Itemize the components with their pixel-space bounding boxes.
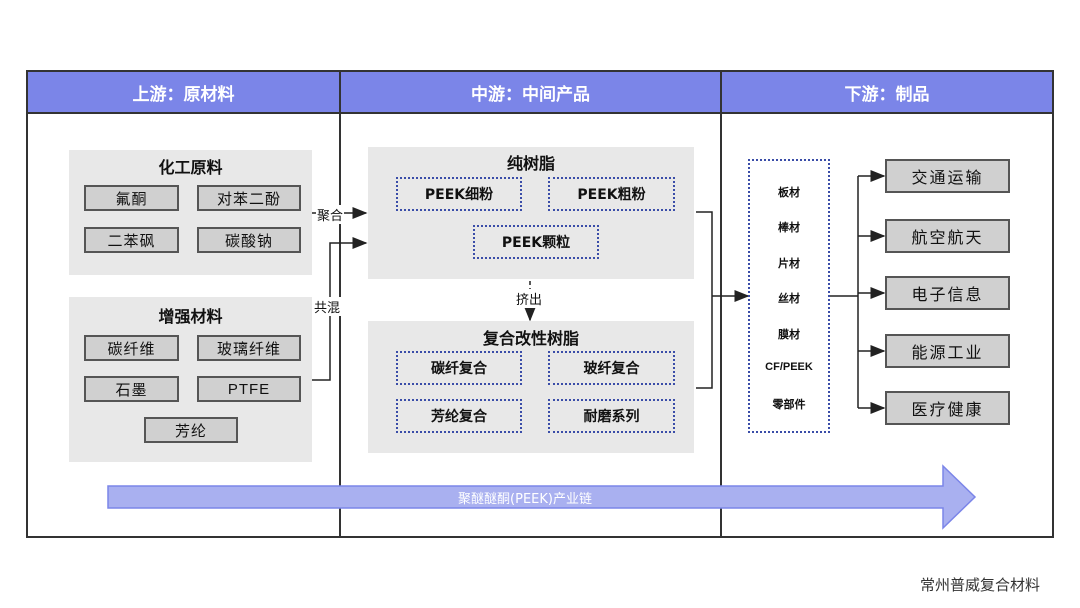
material-box: 芳纶 <box>144 417 238 443</box>
modified-resin-item: 碳纤复合 <box>396 351 522 385</box>
header-upstream-label: 上游：原材料 <box>132 84 235 105</box>
product-form: CF/PEEK <box>765 361 813 373</box>
modified-resin-item: 芳纶复合 <box>396 399 522 433</box>
header-midstream: 中游：中间产品 <box>341 72 720 114</box>
industry-chain-label: 聚醚醚酮(PEEK)产业链 <box>458 491 592 507</box>
material-box: 石墨 <box>84 376 179 402</box>
product-forms-box <box>748 159 830 433</box>
pure-resin-item: PEEK颗粒 <box>473 225 599 259</box>
modified-resin-item: 耐磨系列 <box>548 399 675 433</box>
application-box: 交通运输 <box>885 159 1010 193</box>
modified-resin-item: 玻纤复合 <box>548 351 675 385</box>
application-box: 能源工业 <box>885 334 1010 368</box>
polymerize-label: 聚合 <box>316 205 345 224</box>
header-midstream-label: 中游：中间产品 <box>471 84 590 105</box>
product-form: 零部件 <box>772 398 806 411</box>
product-form: 片材 <box>778 257 800 270</box>
modified-resin-title: 复合改性树脂 <box>482 329 579 348</box>
header-downstream-label: 下游：制品 <box>844 84 930 105</box>
watermark-text: 常州普威复合材料 <box>920 576 1041 594</box>
application-box: 电子信息 <box>885 276 1010 310</box>
product-form: 板材 <box>778 186 800 199</box>
product-form: 丝材 <box>778 292 800 305</box>
pure-resin-item: PEEK细粉 <box>396 177 522 211</box>
reinforcement-materials-title: 增强材料 <box>158 307 223 326</box>
column-divider <box>720 70 722 538</box>
material-box: 碳酸钠 <box>197 227 301 253</box>
application-box: 医疗健康 <box>885 391 1010 425</box>
pure-resin-item: PEEK粗粉 <box>548 177 675 211</box>
material-box: 碳纤维 <box>84 335 179 361</box>
diagram-frame <box>26 70 1054 538</box>
material-box: 二苯砜 <box>84 227 179 253</box>
header-downstream: 下游：制品 <box>722 72 1052 114</box>
material-box: 对苯二酚 <box>197 185 301 211</box>
extrude-label: 挤出 <box>515 289 544 308</box>
material-box: 玻璃纤维 <box>197 335 301 361</box>
product-form: 膜材 <box>778 328 800 341</box>
pure-resin-title: 纯树脂 <box>506 154 555 173</box>
blend-label: 共混 <box>313 297 342 316</box>
material-box: 氟酮 <box>84 185 179 211</box>
chemical-materials-title: 化工原料 <box>158 158 223 177</box>
material-box: PTFE <box>197 376 301 402</box>
chemical-materials-panel <box>69 150 312 275</box>
industry-chain-arrow <box>107 464 977 530</box>
application-box: 航空航天 <box>885 219 1010 253</box>
product-form: 棒材 <box>778 221 800 234</box>
header-upstream: 上游：原材料 <box>28 72 339 114</box>
